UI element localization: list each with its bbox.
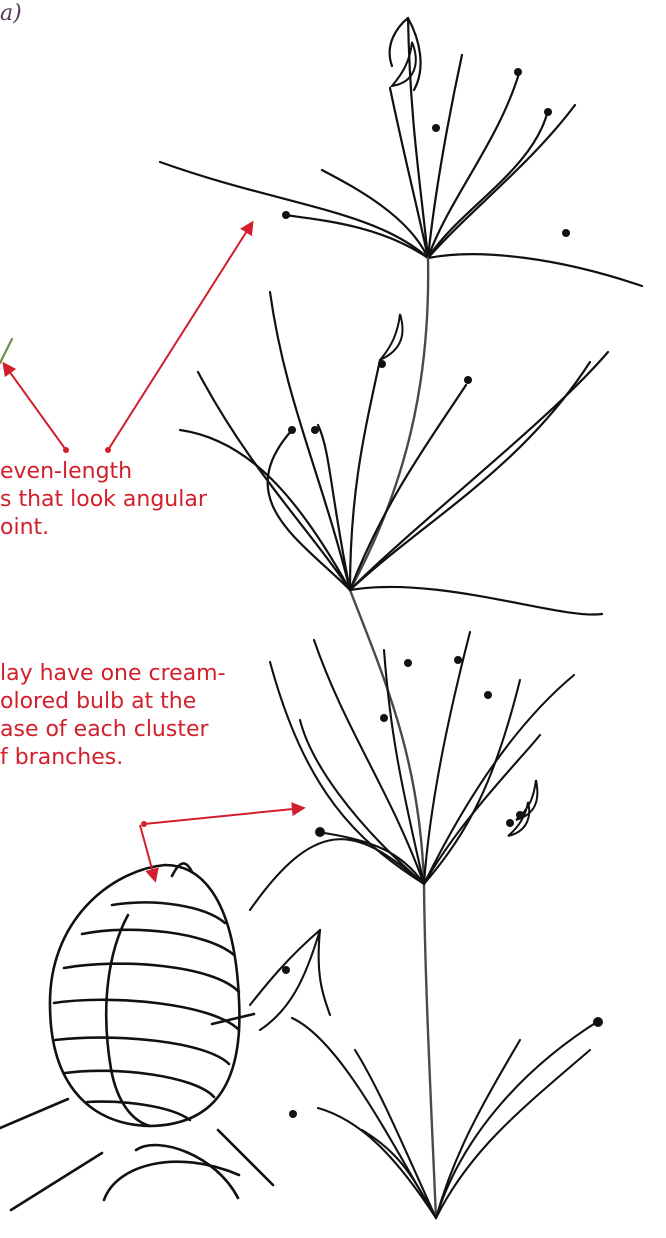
top-branch-cluster [160, 18, 642, 286]
annotation-1-line-1: even-length [0, 458, 207, 486]
annotation-arrows [4, 223, 303, 880]
annotation-2-line-1: lay have one cream- [0, 660, 226, 688]
bulb-icon [0, 863, 273, 1210]
top-label: a) [0, 0, 22, 28]
lower-branch-cluster [250, 632, 574, 910]
pod-shapes [380, 42, 537, 836]
annotation-1-line-3: oint. [0, 514, 207, 542]
middle-branch-cluster [180, 292, 608, 615]
left-leaf-fragment [0, 339, 12, 363]
annotation-label-1: even-length s that look angular oint. [0, 458, 207, 542]
annotation-1-line-2: s that look angular [0, 486, 207, 514]
annotation-label-2: lay have one cream- olored bulb at the a… [0, 660, 226, 772]
annotation-2-line-3: ase of each cluster [0, 716, 226, 744]
annotation-2-line-4: f branches. [0, 744, 226, 772]
annotation-2-line-2: olored bulb at the [0, 688, 226, 716]
